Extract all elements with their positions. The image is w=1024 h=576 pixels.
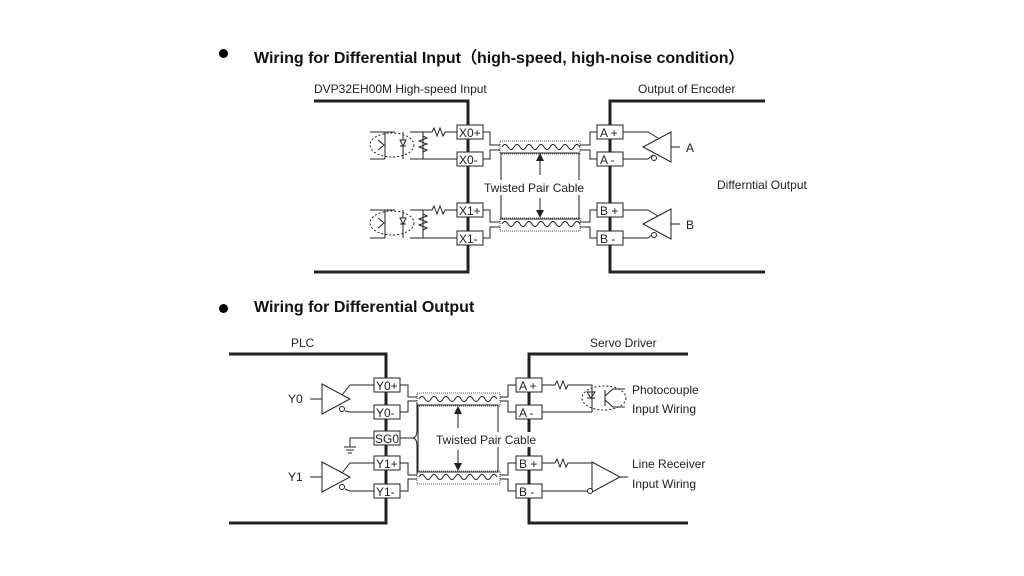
phototransistor-icon (604, 388, 625, 408)
resistor-icon (417, 213, 429, 231)
resistor-icon (417, 135, 429, 153)
twisted-pair-coil-icon (499, 140, 581, 155)
terminal-label: X0- (459, 153, 478, 167)
differential-input-diagram: DVP32EH00M High-speed Input Output of En… (314, 82, 807, 274)
twisted-pair-coil-icon (416, 470, 501, 485)
right-terminal-block: A + A - B + B - (596, 124, 624, 246)
terminal-label: X1+ (459, 204, 481, 218)
line-driver-y1: Y1 (288, 461, 374, 493)
terminal-label: X0+ (459, 126, 481, 140)
differential-output-diagram: PLC Servo Driver Y0+ Y0- SG0 Y1+ Y1- A +… (229, 336, 705, 525)
phototransistor-icon (377, 217, 385, 229)
left-device-border (314, 99, 470, 274)
wire (483, 209, 500, 239)
section-heading-differential-input: Wiring for Differential Input（high-speed… (254, 50, 745, 67)
side-note: Differntial Output (717, 178, 807, 192)
terminal-label: SG0 (375, 432, 399, 446)
ground-icon (344, 437, 374, 454)
optocoupler-input-circuit (369, 204, 457, 239)
left-device-label: PLC (291, 336, 315, 350)
terminal-label: Y0+ (376, 379, 398, 393)
terminal-label: B + (519, 457, 537, 471)
led-diode-icon (586, 391, 596, 399)
right-device-label: Servo Driver (590, 336, 657, 350)
terminal-label: B + (600, 204, 618, 218)
left-terminal-block: X0+ X0- X1+ X1- (456, 124, 484, 246)
line-driver-y0: Y0 (288, 383, 374, 415)
wire (500, 384, 516, 413)
led-diode-icon (399, 210, 407, 238)
terminal-label: Y1- (376, 485, 395, 499)
wire (400, 462, 417, 492)
driver-triangle-icon (321, 383, 352, 415)
terminal-label: A - (600, 153, 615, 167)
terminal-label: X1- (459, 232, 478, 246)
receiver-triangle-icon (591, 461, 622, 493)
left-terminal-block: Y0+ Y0- SG0 Y1+ Y1- (373, 377, 401, 499)
receiver-note: Input Wiring (632, 402, 696, 416)
channel-label: Y1 (288, 470, 303, 484)
right-device-border (527, 352, 688, 525)
receiver-note: Input Wiring (632, 477, 696, 491)
channel-label: Y0 (288, 392, 303, 406)
wire (400, 384, 417, 413)
line-driver-a: A (623, 131, 694, 163)
resistor-icon (427, 126, 457, 160)
terminal-label: B - (519, 485, 534, 499)
resistor-icon (542, 457, 592, 492)
terminal-label: A + (600, 126, 618, 140)
left-device-label: DVP32EH00M High-speed Input (314, 82, 487, 96)
resistor-icon (542, 379, 593, 413)
cable-label: Twisted Pair Cable (436, 433, 536, 447)
driver-triangle-icon (321, 461, 352, 493)
terminal-label: B - (600, 232, 615, 246)
channel-label: B (686, 218, 694, 232)
optocoupler-input-circuit (369, 126, 457, 160)
photocoupler-receiver-circuit: Photocouple Input Wiring (542, 379, 699, 416)
right-terminal-block: A + A - B + B - (515, 377, 543, 499)
twisted-pair-coil-icon (499, 217, 581, 232)
right-device-border (608, 99, 765, 274)
wire (580, 131, 597, 160)
wire (483, 131, 500, 160)
driver-triangle-icon (641, 208, 672, 240)
terminal-label: Y1+ (376, 457, 398, 471)
terminal-label: A + (519, 379, 537, 393)
line-receiver-circuit: Line Receiver Input Wiring (542, 457, 705, 494)
bullet-icon (219, 304, 228, 313)
right-device-label: Output of Encoder (638, 82, 735, 96)
wire (580, 209, 597, 239)
resistor-icon (427, 204, 457, 239)
section-heading-differential-output: Wiring for Differential Output (254, 299, 475, 316)
phototransistor-icon (377, 139, 385, 151)
channel-label: A (686, 141, 694, 155)
cable-label: Twisted Pair Cable (484, 181, 584, 195)
receiver-note: Line Receiver (632, 457, 705, 471)
receiver-note: Photocouple (632, 383, 699, 397)
bullet-icon (219, 49, 228, 58)
twisted-pair-coil-icon (416, 392, 501, 407)
terminal-label: A - (519, 406, 534, 420)
line-driver-b: B (623, 208, 694, 240)
terminal-label: Y0- (376, 406, 395, 420)
wire (500, 462, 516, 492)
led-diode-icon (399, 132, 407, 159)
shield-drain-wire (400, 403, 418, 474)
driver-triangle-icon (641, 131, 672, 163)
